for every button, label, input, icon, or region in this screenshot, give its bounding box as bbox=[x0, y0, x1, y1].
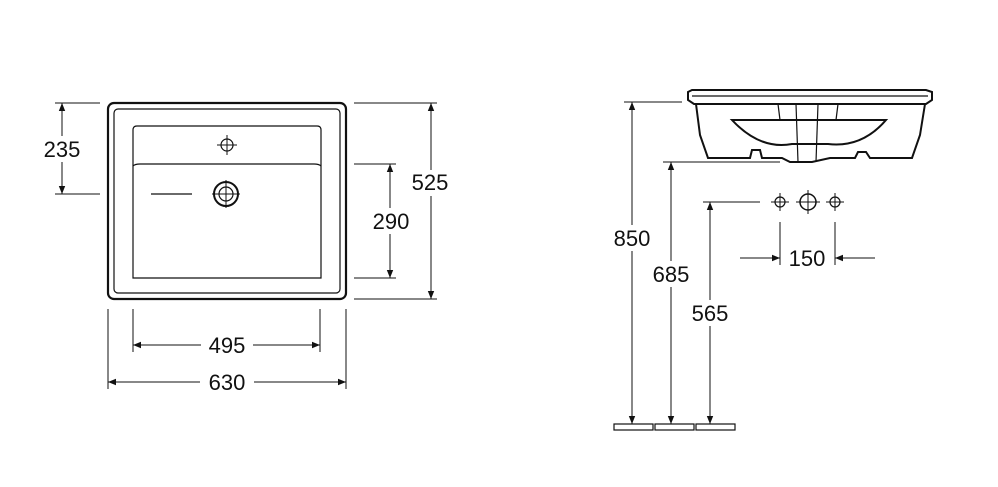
floor-block-3 bbox=[695, 423, 736, 431]
basin-outer-rim bbox=[106, 101, 348, 301]
tap-hole-left-icon bbox=[771, 193, 789, 211]
tap-hole-right-icon bbox=[826, 193, 844, 211]
dim-label-495: 495 bbox=[209, 333, 246, 358]
dim-label-850: 850 bbox=[614, 226, 651, 251]
dim-label-290: 290 bbox=[373, 209, 410, 234]
dim-label-685: 685 bbox=[653, 262, 690, 287]
drain-outlet-icon bbox=[212, 180, 240, 208]
basin-side-rim bbox=[687, 89, 933, 105]
tap-hole-center-icon bbox=[796, 190, 820, 214]
basin-bowl-curve bbox=[729, 119, 889, 146]
dim-label-525: 525 bbox=[412, 170, 449, 195]
basin-side-view: 150 850 685 565 bbox=[606, 89, 933, 431]
tap-ledge-edge bbox=[132, 163, 322, 167]
dim-label-235: 235 bbox=[44, 137, 81, 162]
dim-label-630: 630 bbox=[209, 370, 246, 395]
basin-plan-view: 235 525 290 495 630 bbox=[38, 101, 455, 395]
tap-hole-icon bbox=[217, 135, 237, 155]
floor-block-1 bbox=[613, 423, 654, 431]
basin-inner-rim bbox=[113, 108, 341, 294]
floor-block-2 bbox=[654, 423, 695, 431]
basin-bowl-outline bbox=[132, 125, 322, 279]
dim-label-150: 150 bbox=[789, 246, 826, 271]
basin-side-body bbox=[695, 103, 926, 163]
dim-label-565: 565 bbox=[692, 301, 729, 326]
